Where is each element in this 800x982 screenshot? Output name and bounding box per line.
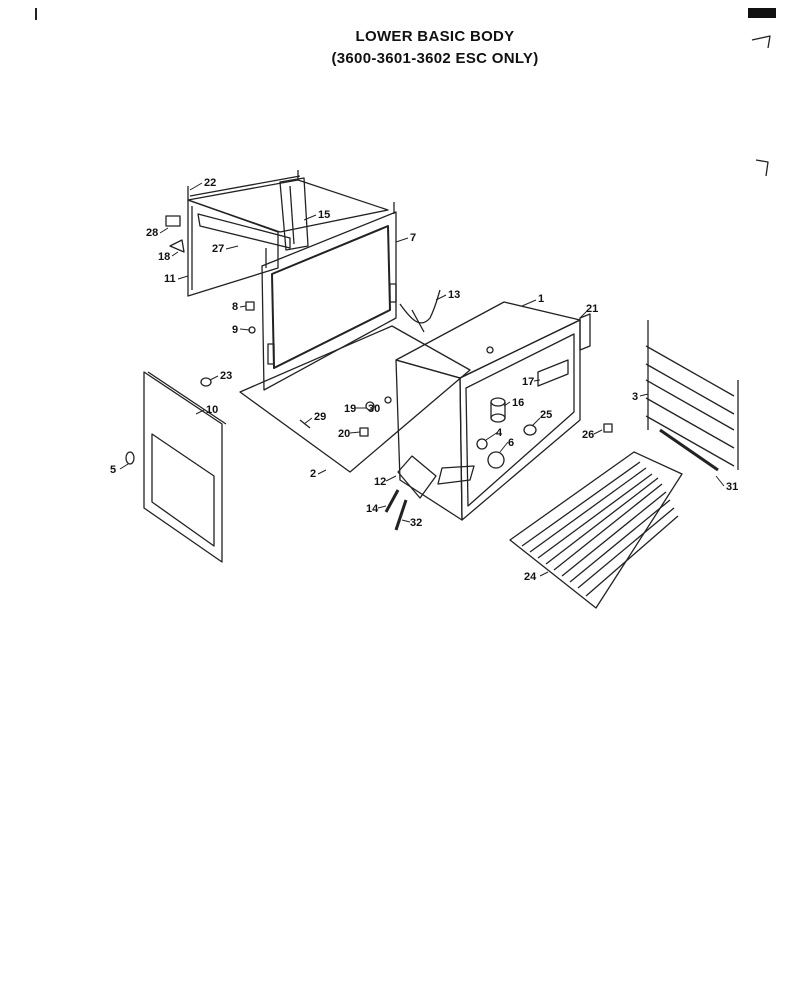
scan-mark: [751, 35, 771, 49]
clip-26-drawing: [603, 423, 613, 433]
part-labels: 22 28 18 11 27 15 7 8 9 23 10 5 2 29 19 …: [110, 177, 738, 583]
door-screw-drawing: [125, 451, 135, 465]
label-15: 15: [318, 209, 330, 221]
label-13: 13: [448, 289, 460, 301]
back-panel-drawing: [197, 213, 291, 249]
label-19: 19: [344, 403, 356, 415]
nut-drawing: [384, 396, 392, 404]
label-21: 21: [586, 303, 598, 315]
label-6: 6: [508, 437, 514, 449]
door-drawing: [143, 371, 227, 563]
oven-liner-drawing: [395, 301, 591, 521]
label-14: 14: [366, 503, 379, 515]
rod-drawing: [659, 428, 719, 472]
label-10: 10: [206, 404, 218, 416]
element-32-drawing: [394, 499, 408, 531]
diagram-subtitle: (3600-3601-3602 ESC ONLY): [331, 50, 539, 67]
label-1: 1: [538, 293, 544, 305]
cable-drawing: [411, 309, 425, 333]
bracket-12-drawing: [437, 465, 475, 485]
front-frame-drawing: [261, 202, 397, 391]
label-26: 26: [582, 429, 594, 441]
label-24: 24: [524, 571, 537, 583]
vent-drawing: [279, 177, 309, 251]
bottom-panel-drawing: [239, 325, 471, 473]
top-panel-drawing: [187, 170, 389, 233]
label-12: 12: [374, 476, 386, 488]
label-22: 22: [204, 177, 216, 189]
cable-drawing: [399, 289, 441, 324]
label-23: 23: [220, 370, 232, 382]
element-14-drawing: [384, 489, 400, 513]
label-18: 18: [158, 251, 170, 263]
label-4: 4: [496, 427, 503, 439]
left-side-panel-drawing: [187, 199, 279, 297]
lamp-receptacle-drawing: [476, 438, 488, 450]
label-28: 28: [146, 227, 158, 239]
label-20: 20: [338, 428, 350, 440]
label-7: 7: [410, 232, 416, 244]
lamp-drawing: [487, 451, 505, 469]
label-3: 3: [632, 391, 638, 403]
label-25: 25: [540, 409, 552, 421]
bracket-12-drawing: [397, 455, 437, 499]
socket-drawing: [523, 424, 537, 436]
bumper-drawing: [200, 377, 212, 387]
sensor-drawing: [490, 397, 506, 423]
hinge-plate-drawing: [245, 301, 255, 311]
leader-lines: [119, 182, 725, 577]
label-30: 30: [368, 403, 380, 415]
label-27: 27: [212, 243, 224, 255]
washer-drawing: [365, 401, 375, 411]
heater-box-drawing: [537, 359, 569, 387]
label-2: 2: [310, 468, 316, 480]
label-11: 11: [164, 273, 176, 285]
label-31: 31: [726, 481, 738, 493]
diagram-title: LOWER BASIC BODY: [355, 28, 515, 45]
label-16: 16: [512, 397, 524, 409]
label-9: 9: [232, 324, 238, 336]
label-5: 5: [110, 464, 116, 476]
rack-support-drawing: [645, 320, 739, 470]
clip-drawing: [165, 215, 181, 227]
label-17: 17: [522, 376, 534, 388]
label-29: 29: [314, 411, 326, 423]
label-8: 8: [232, 301, 238, 313]
scan-mark: [748, 8, 776, 18]
oven-rack-drawing: [509, 451, 683, 609]
mount-drawing: [359, 427, 369, 437]
scan-mark: [755, 159, 769, 177]
label-32: 32: [410, 517, 422, 529]
bracket-drawing: [169, 239, 185, 253]
